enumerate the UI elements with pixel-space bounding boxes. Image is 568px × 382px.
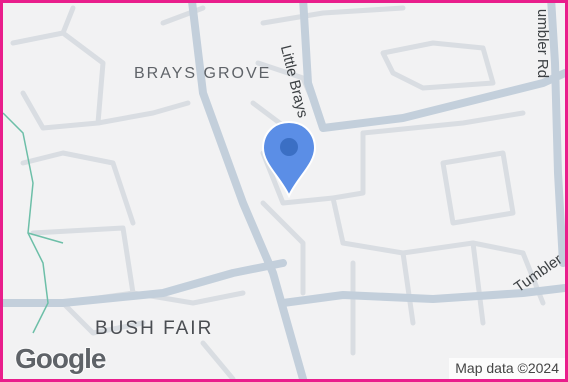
street-label-tumbler-road: umbler Rd [534,8,552,79]
location-pin-icon[interactable] [261,120,317,198]
map-canvas[interactable] [3,3,565,379]
footpath [3,112,64,334]
area-label-bush-fair: BUSH FAIR [95,318,214,339]
area-label-brays-grove: BRAYS GROVE [134,65,272,82]
map-attribution[interactable]: Map data ©2024 [449,358,565,379]
google-logo[interactable]: Google [14,342,107,374]
major-roads [3,3,565,379]
